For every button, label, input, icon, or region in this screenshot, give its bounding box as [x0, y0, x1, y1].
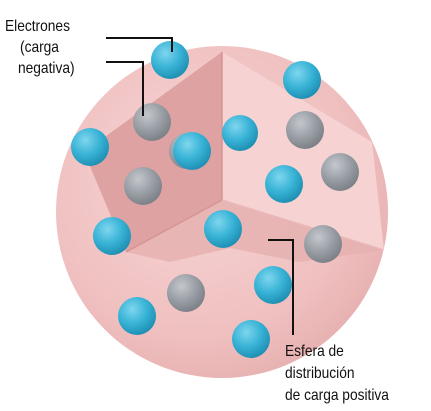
cutaway-left-wall [84, 52, 222, 252]
electron-surface [232, 320, 270, 358]
electron-surface [93, 217, 131, 255]
electrons-label-line-3: negativa) [18, 59, 75, 77]
electrons-leader-line [106, 61, 144, 116]
electron-surface [118, 297, 156, 335]
electrons-label: Electrones (carga negativa) [5, 17, 75, 77]
electron-surface [204, 210, 242, 248]
electron-surface [151, 41, 189, 79]
electrons-leader-line [106, 37, 173, 52]
electron-inner [133, 103, 171, 141]
electrons-label-line-2: (carga [20, 38, 60, 56]
electron-surface [222, 115, 258, 151]
sphere-label: Esfera de distribución de carga positiva [285, 342, 390, 404]
electron-inner [321, 153, 359, 191]
cutaway-right-wall [222, 52, 384, 250]
electron-surface [173, 132, 211, 170]
electrons-label-line-1: Electrones [5, 17, 70, 35]
sphere-label-line-1: Esfera de [285, 342, 344, 360]
electrons-inner [124, 103, 359, 312]
sphere-label-line-2: distribución [285, 364, 355, 382]
electron-inner [304, 225, 342, 263]
electron-surface [254, 266, 292, 304]
sphere-label-line-3: de carga positiva [285, 386, 390, 404]
electron-inner [124, 167, 162, 205]
electron-inner [286, 111, 324, 149]
sphere-leader-line [268, 239, 294, 335]
electron-surface [283, 61, 321, 99]
electron-surface [71, 128, 109, 166]
electron-inner [167, 274, 205, 312]
electron-surface [265, 165, 303, 203]
electrons-surface [71, 41, 321, 358]
